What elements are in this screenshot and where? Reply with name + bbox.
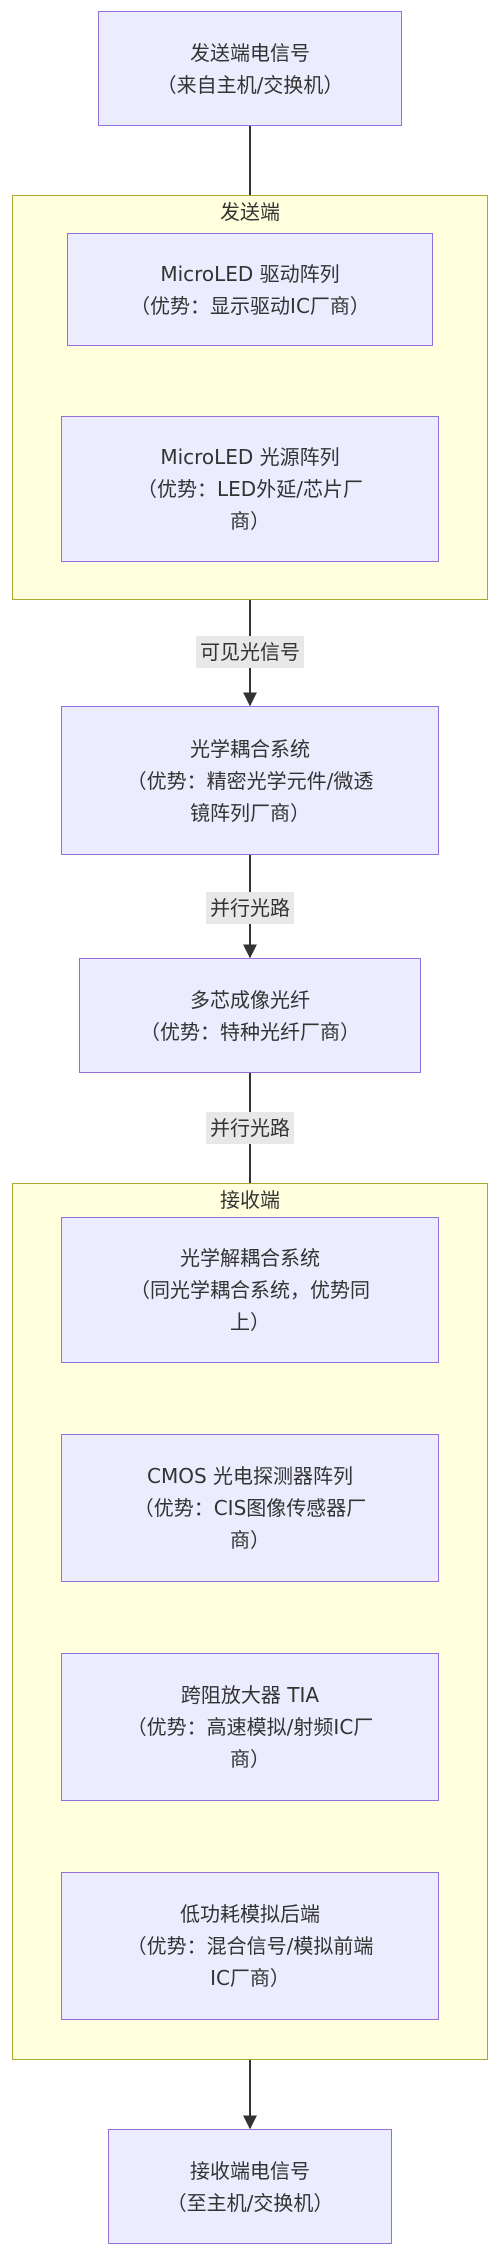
node-tx-signal: 发送端电信号 （来自主机/交换机） [98,11,402,126]
node-analog-backend-line1: 低功耗模拟后端 [180,1902,320,1926]
node-microled-source-line3: 商） [230,509,270,533]
node-rx-signal-line1: 接收端电信号 [190,2158,310,2183]
node-analog-backend-line2: （优势：混合信号/模拟前端 [126,1934,374,1958]
node-microled-driver-line2: （优势：显示驱动IC厂商） [130,293,370,318]
sender-group-title: 发送端 [220,200,280,224]
edge-label-parallel-path-2: 并行光路 [206,1112,294,1144]
node-analog-backend: 低功耗模拟后端 （优势：混合信号/模拟前端 IC厂商） [61,1872,439,2020]
node-tia-line1: 跨阻放大器 TIA [180,1683,320,1707]
node-tx-signal-line1: 发送端电信号 [190,40,310,65]
node-tx-signal-line2: （来自主机/交换机） [156,72,344,97]
edge-label-parallel-path-1: 并行光路 [206,892,294,924]
node-optical-decoupling: 光学解耦合系统 （同光学耦合系统，优势同 上） [61,1217,439,1363]
node-optical-coupling-line2: （优势：精密光学元件/微透 [126,768,374,793]
edge-label-visible-light: 可见光信号 [196,636,304,668]
node-analog-backend-line3: IC厂商） [210,1966,290,1990]
node-fiber: 多芯成像光纤 （优势：特种光纤厂商） [79,958,421,1073]
node-microled-source-line1: MicroLED 光源阵列 [160,445,340,469]
node-cmos-detector-line3: 商） [230,1528,270,1552]
node-microled-source-line2: （优势：LED外延/芯片厂 [137,477,363,501]
node-fiber-line1: 多芯成像光纤 [190,987,310,1012]
node-tia-line2: （优势：高速模拟/射频IC厂 [126,1715,374,1739]
node-rx-signal: 接收端电信号 （至主机/交换机） [108,2129,392,2244]
node-cmos-detector-line1: CMOS 光电探测器阵列 [146,1464,353,1488]
node-microled-driver-line1: MicroLED 驱动阵列 [160,261,340,286]
node-tia-line3: 商） [230,1747,270,1771]
node-fiber-line2: （优势：特种光纤厂商） [140,1019,360,1044]
node-microled-driver: MicroLED 驱动阵列 （优势：显示驱动IC厂商） [67,233,433,346]
node-optical-decoupling-line1: 光学解耦合系统 [180,1246,320,1270]
node-tia: 跨阻放大器 TIA （优势：高速模拟/射频IC厂 商） [61,1653,439,1801]
node-cmos-detector: CMOS 光电探测器阵列 （优势：CIS图像传感器厂 商） [61,1434,439,1582]
receiver-group-title: 接收端 [220,1188,280,1212]
node-rx-signal-line2: （至主机/交换机） [166,2190,334,2215]
node-microled-source: MicroLED 光源阵列 （优势：LED外延/芯片厂 商） [61,416,439,562]
node-optical-coupling-line1: 光学耦合系统 [190,736,310,761]
node-optical-coupling-line3: 镜阵列厂商） [190,800,310,825]
node-cmos-detector-line2: （优势：CIS图像传感器厂 [133,1496,367,1520]
node-optical-decoupling-line2: （同光学耦合系统，优势同 [130,1278,370,1302]
node-optical-decoupling-line3: 上） [230,1310,270,1334]
node-optical-coupling: 光学耦合系统 （优势：精密光学元件/微透 镜阵列厂商） [61,706,439,855]
